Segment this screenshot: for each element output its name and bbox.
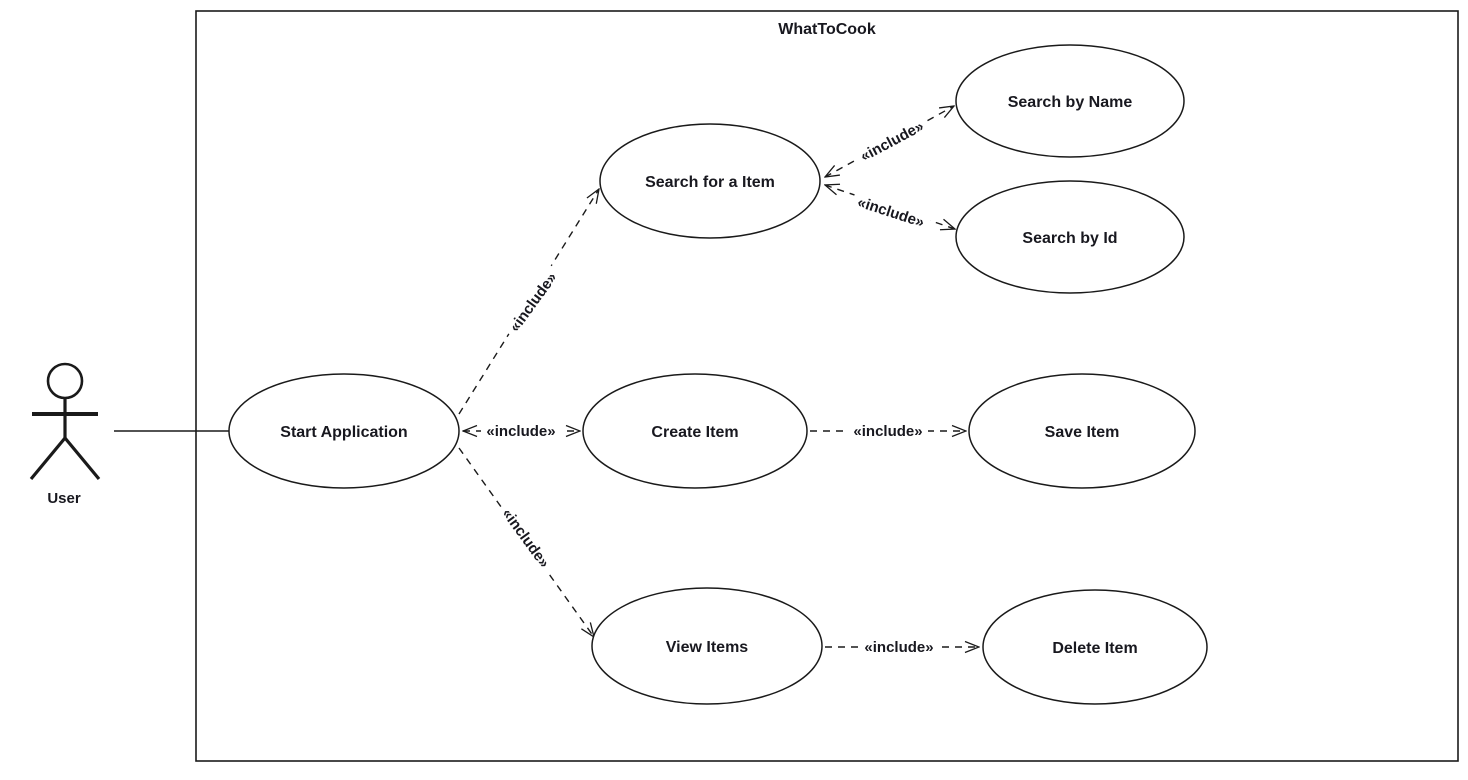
actor-stick-figure-icon: [29, 362, 101, 481]
use-case-search-by-name[interactable]: Search by Name: [955, 44, 1185, 158]
actor-user[interactable]: User: [29, 362, 101, 507]
use-case-label: Start Application: [280, 424, 407, 441]
use-case-label: Search for a Item: [645, 174, 775, 191]
use-case-label: View Items: [666, 639, 749, 656]
use-case-label: Save Item: [1045, 424, 1120, 441]
use-case-label: Search by Id: [1022, 230, 1117, 247]
edge-search-for-a-item-to-search-by-name: [825, 106, 954, 177]
system-boundary-title: WhatToCook: [778, 21, 876, 38]
include-label-start-to-create: «include»: [481, 422, 561, 440]
use-case-label: Create Item: [651, 424, 738, 441]
svg-text:«include»: «include»: [486, 423, 555, 440]
actor-label: User: [47, 490, 81, 507]
use-case-label: Search by Name: [1008, 94, 1133, 111]
svg-text:«include»: «include»: [853, 423, 922, 440]
use-case-save-item[interactable]: Save Item: [968, 373, 1196, 489]
include-label-create-to-save: «include»: [848, 422, 928, 440]
use-case-label: Delete Item: [1052, 640, 1137, 657]
use-case-start-application[interactable]: Start Application: [228, 373, 460, 489]
use-case-delete-item[interactable]: Delete Item: [982, 589, 1208, 705]
svg-text:«include»: «include»: [864, 639, 933, 656]
use-case-view-items[interactable]: View Items: [591, 587, 823, 705]
use-case-search-by-id[interactable]: Search by Id: [955, 180, 1185, 294]
use-case-create-item[interactable]: Create Item: [582, 373, 808, 489]
include-label-view-to-delete: «include»: [859, 638, 939, 656]
use-case-search-for-a-item[interactable]: Search for a Item: [599, 123, 821, 239]
